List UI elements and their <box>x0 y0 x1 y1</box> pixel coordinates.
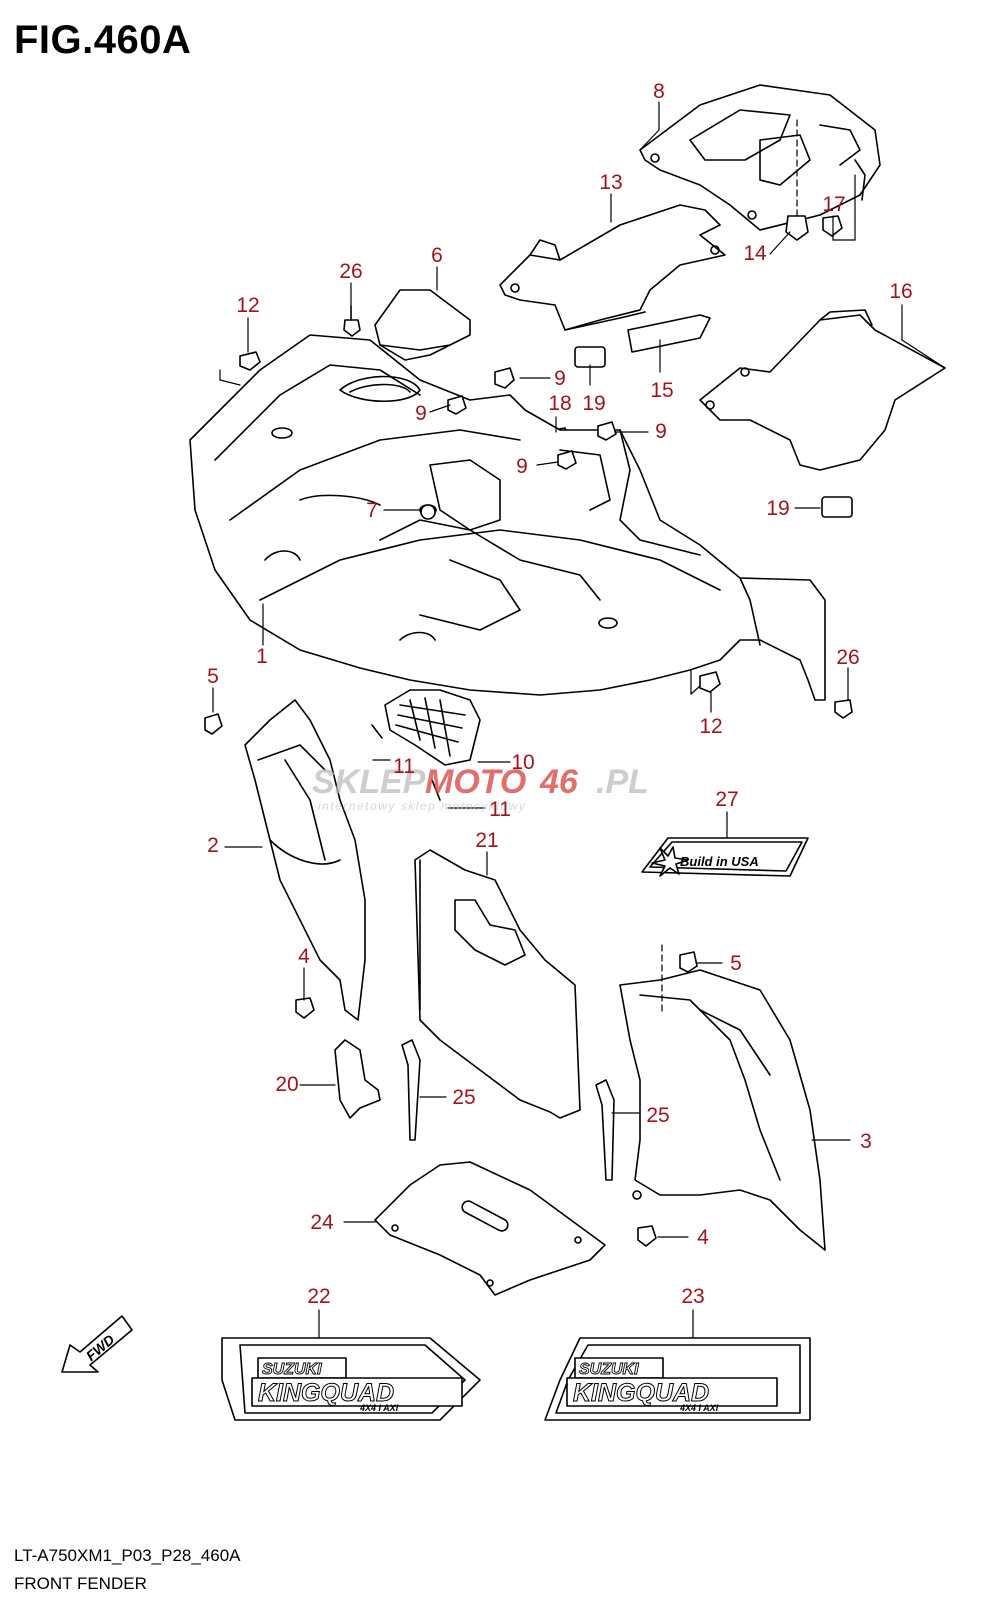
callout-9-a: 9 <box>554 367 566 390</box>
callout-19-top: 19 <box>582 392 605 415</box>
callouts: 8 13 17 14 6 26 12 16 9 9 18 19 15 9 9 7… <box>207 80 913 1308</box>
callout-14: 14 <box>743 242 767 265</box>
callout-10: 10 <box>511 751 534 774</box>
callout-11-top: 11 <box>393 755 415 778</box>
callout-7: 7 <box>366 499 378 522</box>
callout-12-bottom: 12 <box>699 715 722 738</box>
part-9-bolt-a <box>494 367 515 389</box>
part-4-clip-left <box>295 997 315 1019</box>
part-16-side-panel <box>699 309 946 471</box>
watermark-brand-a: SKLEP <box>312 763 426 801</box>
part-27-decal-build-in-usa <box>641 837 809 877</box>
part-24-plate <box>374 1161 606 1296</box>
callout-26-bottom: 26 <box>836 646 859 669</box>
part-9-bolt-d <box>557 450 577 470</box>
part-13-bracket <box>499 204 726 331</box>
callout-18: 18 <box>548 392 571 415</box>
callout-17: 17 <box>822 193 845 216</box>
part-6-cover <box>374 289 471 361</box>
callout-9-b: 9 <box>415 402 427 425</box>
callout-12-top: 12 <box>236 294 259 317</box>
callout-25-left: 25 <box>452 1086 475 1109</box>
part-8-upper-cover <box>639 84 881 231</box>
part-25-cable-tie-right <box>595 1079 615 1181</box>
part-19-pad <box>574 346 606 368</box>
callout-22: 22 <box>307 1285 330 1308</box>
decal-model-right: KINGQUAD <box>573 1379 709 1407</box>
part-23-decal-right <box>544 1337 811 1421</box>
part-1-front-fender <box>189 334 826 701</box>
part-22-decal-left <box>221 1337 481 1421</box>
callout-9-d: 9 <box>516 455 528 478</box>
diagram-code: LT-A750XM1_P03_P28_460A <box>14 1546 241 1565</box>
callout-2: 2 <box>207 834 219 857</box>
leader-lines <box>212 101 946 1339</box>
callout-11-bottom: 11 <box>489 798 511 821</box>
part-15-pad <box>627 314 711 353</box>
callout-1: 1 <box>256 645 268 668</box>
callout-5-top: 5 <box>207 665 219 688</box>
part-10-grille <box>371 689 481 801</box>
part-14-pin <box>785 215 809 241</box>
callout-5-right: 5 <box>730 952 742 975</box>
part-2-left-inner-fender <box>244 699 366 1021</box>
watermark: SKLEP MOTO 46 .PL internetowy sklep moto… <box>312 763 649 813</box>
callout-20: 20 <box>275 1073 298 1096</box>
callout-26-top: 26 <box>339 260 362 283</box>
part-19-pad-b <box>821 496 853 518</box>
decal-brand-left: SUZUKI <box>262 1361 322 1378</box>
part-26-pin-bottom <box>834 699 853 719</box>
decal-build-in-usa-text: Build in USA <box>680 854 759 869</box>
part-3-right-inner-fender <box>619 969 826 1251</box>
callout-15: 15 <box>650 379 673 402</box>
part-5-clip-top <box>204 713 223 735</box>
decal-badge-left: 4X4 I AXI <box>359 1403 399 1413</box>
callout-6: 6 <box>431 244 443 267</box>
watermark-brand-b: MOTO <box>425 763 526 801</box>
watermark-tagline: internetowy sklep motocyklowy <box>318 799 526 813</box>
callout-8: 8 <box>653 80 665 103</box>
callout-4-right: 4 <box>697 1226 709 1249</box>
callout-16: 16 <box>889 280 912 303</box>
figure-title: FIG.460A <box>14 18 192 62</box>
part-5-clip-right <box>679 951 698 973</box>
callout-19-bottom: 19 <box>766 497 789 520</box>
callout-9-c: 9 <box>655 420 667 443</box>
callout-21: 21 <box>475 829 498 852</box>
watermark-brand-d: .PL <box>596 763 649 801</box>
part-21-mud-flap <box>414 849 581 1119</box>
callout-27: 27 <box>715 788 738 811</box>
part-20-bracket <box>334 1039 381 1119</box>
decal-model-left: KINGQUAD <box>258 1379 394 1407</box>
part-12-clip-bottom <box>699 671 721 693</box>
callout-23: 23 <box>681 1285 704 1308</box>
decal-brand-right: SUZUKI <box>579 1361 639 1378</box>
callout-13: 13 <box>599 171 622 194</box>
part-25-cable-tie-left <box>401 1039 421 1141</box>
part-12-clip-top <box>239 351 261 371</box>
part-26-pin-top <box>343 319 361 337</box>
part-9-bolt-c <box>597 421 617 441</box>
callout-4-left: 4 <box>298 945 310 968</box>
decal-badge-right: 4X4 I AXI <box>679 1403 719 1413</box>
part-7-grommet <box>420 504 436 520</box>
part-4-clip-right <box>637 1225 657 1247</box>
fwd-arrow-icon <box>61 1315 133 1373</box>
watermark-brand-c: 46 <box>539 763 579 801</box>
diagram-name: FRONT FENDER <box>14 1574 147 1593</box>
fasteners <box>204 215 853 1247</box>
callout-3: 3 <box>860 1130 872 1153</box>
callout-24: 24 <box>310 1211 334 1234</box>
part-9-bolt-b <box>447 395 467 415</box>
callout-25-right: 25 <box>646 1104 669 1127</box>
